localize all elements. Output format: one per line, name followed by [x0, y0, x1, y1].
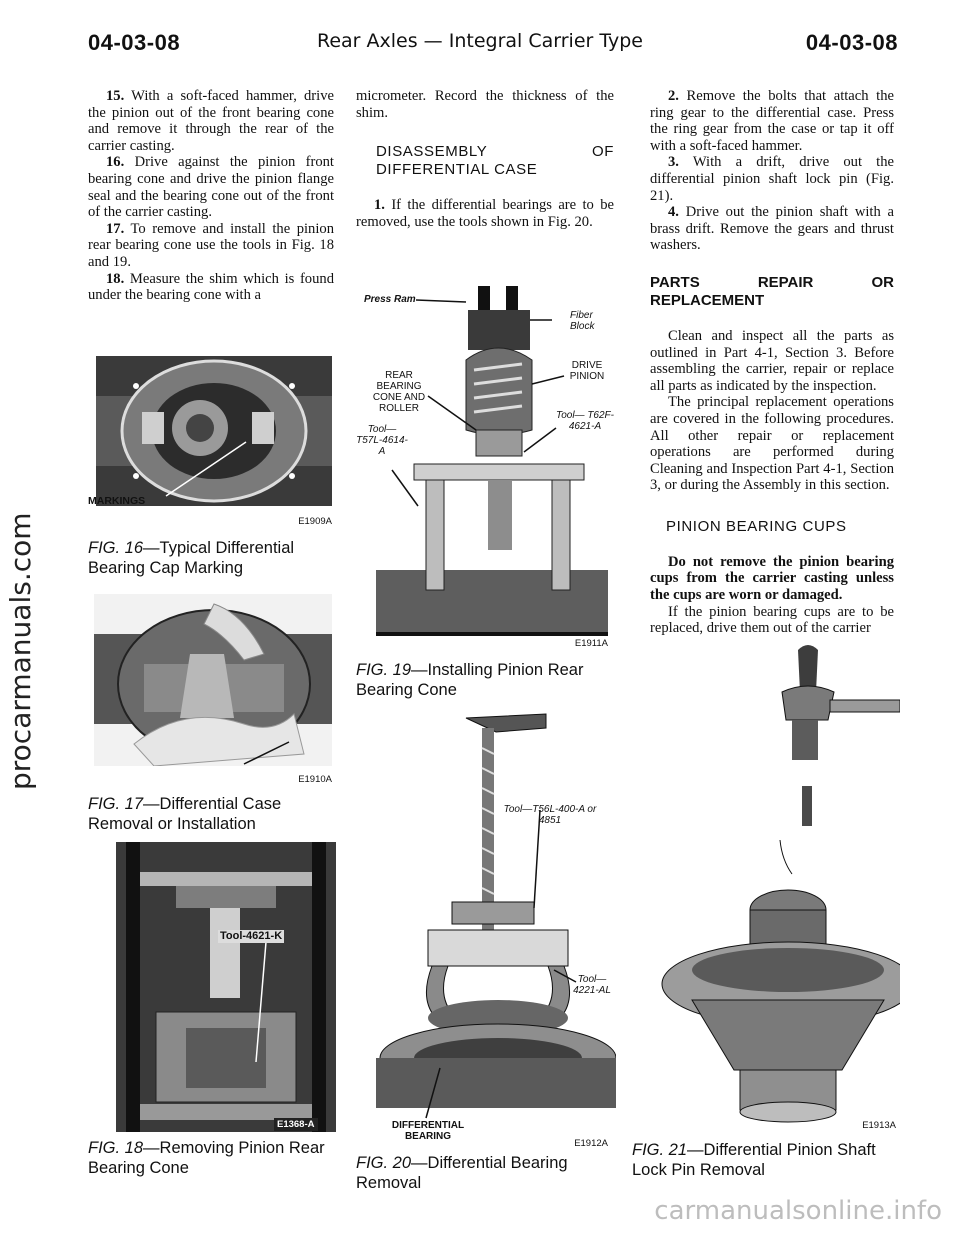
section-heading-pinion-cups: PINION BEARING CUPS	[666, 517, 847, 535]
figure-18-photo	[116, 842, 336, 1132]
warning-text: Do not remove the pinion bearing cups fr…	[650, 553, 894, 604]
figure-20-code: E1912A	[574, 1138, 608, 1149]
figure-16: MARKINGS E1909A FIG. 16—Typical Differen…	[88, 356, 332, 586]
page-number-right: 04-03-08	[805, 30, 898, 55]
step-3: 3. With a drift, drive out the different…	[650, 154, 894, 204]
step-4: 4. Drive out the pinion shaft with a bra…	[650, 204, 894, 254]
figure-20: Tool—T56L-400-A or 4851 Tool— 4221-AL DI…	[356, 708, 616, 1192]
paragraph-clean-inspect: Clean and inspect all the parts as outli…	[650, 327, 894, 394]
tool-t57l-label: Tool— T57L-4614-A	[356, 424, 408, 457]
lock-pin-removal-illustration	[661, 645, 900, 1123]
tool-4621-k-label: Tool-4621-K	[218, 930, 285, 943]
figure-17: E1910A FIG. 17—Differential Case Removal…	[88, 594, 332, 839]
column-3: 2. Remove the bolts that attach the ring…	[650, 88, 894, 637]
figure-18-caption: FIG. 18—Removing Pinion Rear Bearing Con…	[88, 1139, 325, 1177]
running-title: Rear Axles — Integral Carrier Type	[317, 30, 643, 52]
figure-19-code: E1911A	[574, 638, 608, 649]
differential-housing-illustration	[96, 359, 332, 503]
figure-21-code: E1913A	[862, 1120, 896, 1131]
step-17: 17. To remove and install the pinion rea…	[88, 220, 334, 270]
bottom-watermark: carmanualsonline.info	[654, 1196, 942, 1226]
step-16: 16. Drive against the pinion front beari…	[88, 154, 334, 221]
fiber-block-label: Fiber Block	[570, 310, 595, 332]
column-2: micrometer. Record the thickness of the …	[356, 88, 614, 230]
differential-bearing-label: DIFFERENTIAL BEARING	[391, 1120, 465, 1142]
paragraph-cups-replaced: If the pinion bearing cups are to be rep…	[650, 603, 894, 637]
side-watermark: procarmanuals.com	[4, 512, 37, 790]
figure-16-caption: FIG. 16—Typical Differential Bearing Cap…	[88, 539, 295, 577]
figure-21: E1913A FIG. 21—Differential Pinion Shaft…	[632, 640, 900, 1180]
press-ram-label: Press Ram	[364, 294, 416, 305]
figure-17-photo	[94, 594, 332, 766]
markings-label: MARKINGS	[88, 495, 146, 507]
column-1: 15. With a soft-faced hammer, drive the …	[88, 88, 334, 304]
pinion-press-illustration	[376, 286, 608, 636]
tool-4221-label: Tool— 4221-AL	[573, 974, 611, 996]
step-18-continued: micrometer. Record the thickness of the …	[356, 88, 614, 121]
figure-19: Press Ram Fiber Block DRIVE PINION REAR …	[356, 280, 616, 700]
drive-pinion-label: DRIVE PINION	[569, 360, 605, 382]
figure-18: Tool-4621-K E1368-A FIG. 18—Removing Pin…	[88, 842, 338, 1177]
step-1: 1. If the differential bearings are to b…	[356, 197, 614, 230]
hydraulic-press-illustration	[116, 842, 336, 1132]
figure-16-photo	[96, 356, 332, 506]
tool-t56l-label: Tool—T56L-400-A or 4851	[503, 804, 597, 826]
section-heading-disassembly: DISASSEMBLY OF DIFFERENTIAL CASE	[376, 143, 614, 179]
figure-18-code: E1368-A	[274, 1118, 318, 1131]
figure-19-caption: FIG. 19—Installing Pinion Rear Bearing C…	[356, 661, 584, 699]
figure-16-code: E1909A	[298, 516, 332, 527]
step-2: 2. Remove the bolts that attach the ring…	[650, 88, 894, 154]
section-heading-parts-repair: PARTS REPAIR OR REPLACEMENT	[650, 273, 894, 309]
rear-bearing-label: REAR BEARING CONE AND ROLLER	[372, 370, 426, 414]
step-15: 15. With a soft-faced hammer, drive the …	[88, 88, 334, 154]
figure-21-caption: FIG. 21—Differential Pinion Shaft Lock P…	[632, 1141, 876, 1179]
differential-case-illustration	[94, 603, 332, 766]
tool-t62f-label: Tool— T62F-4621-A	[556, 410, 614, 432]
bearing-puller-illustration	[376, 713, 616, 1119]
page-number-left: 04-03-08	[88, 30, 181, 55]
figure-17-code: E1910A	[298, 774, 332, 785]
figure-20-caption: FIG. 20—Differential Bearing Removal	[356, 1154, 568, 1192]
paragraph-principal-operations: The principal replacement operations are…	[650, 394, 894, 494]
figure-17-caption: FIG. 17—Differential Case Removal or Ins…	[88, 795, 282, 833]
step-18: 18. Measure the shim which is found unde…	[88, 270, 334, 304]
